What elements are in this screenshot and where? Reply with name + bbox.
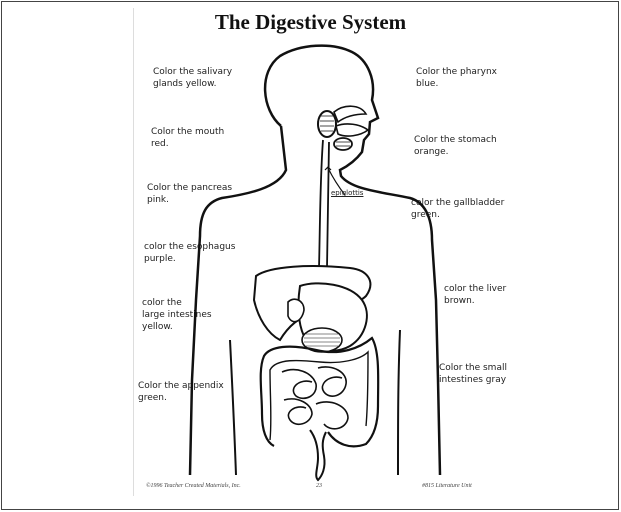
footer-copyright: ©1996 Teacher Created Materials, Inc. — [146, 483, 241, 489]
nasal-cavity — [334, 106, 366, 122]
esophagus — [319, 140, 329, 268]
large-intestine — [261, 338, 379, 446]
left-arm-line — [230, 340, 236, 475]
gallbladder — [288, 299, 304, 321]
small-intestine — [282, 367, 348, 429]
large-intestine-inner — [270, 352, 368, 440]
rectum — [310, 430, 326, 480]
footer-product: #815 Literature Unit — [422, 483, 472, 489]
mouth — [336, 124, 368, 136]
epiglottis-label: epiglottis — [331, 187, 363, 199]
lower-salivary-gland — [334, 138, 352, 150]
footer-page-number: 23 — [316, 483, 322, 489]
right-arm-line — [398, 330, 400, 475]
salivary-gland — [318, 111, 336, 137]
